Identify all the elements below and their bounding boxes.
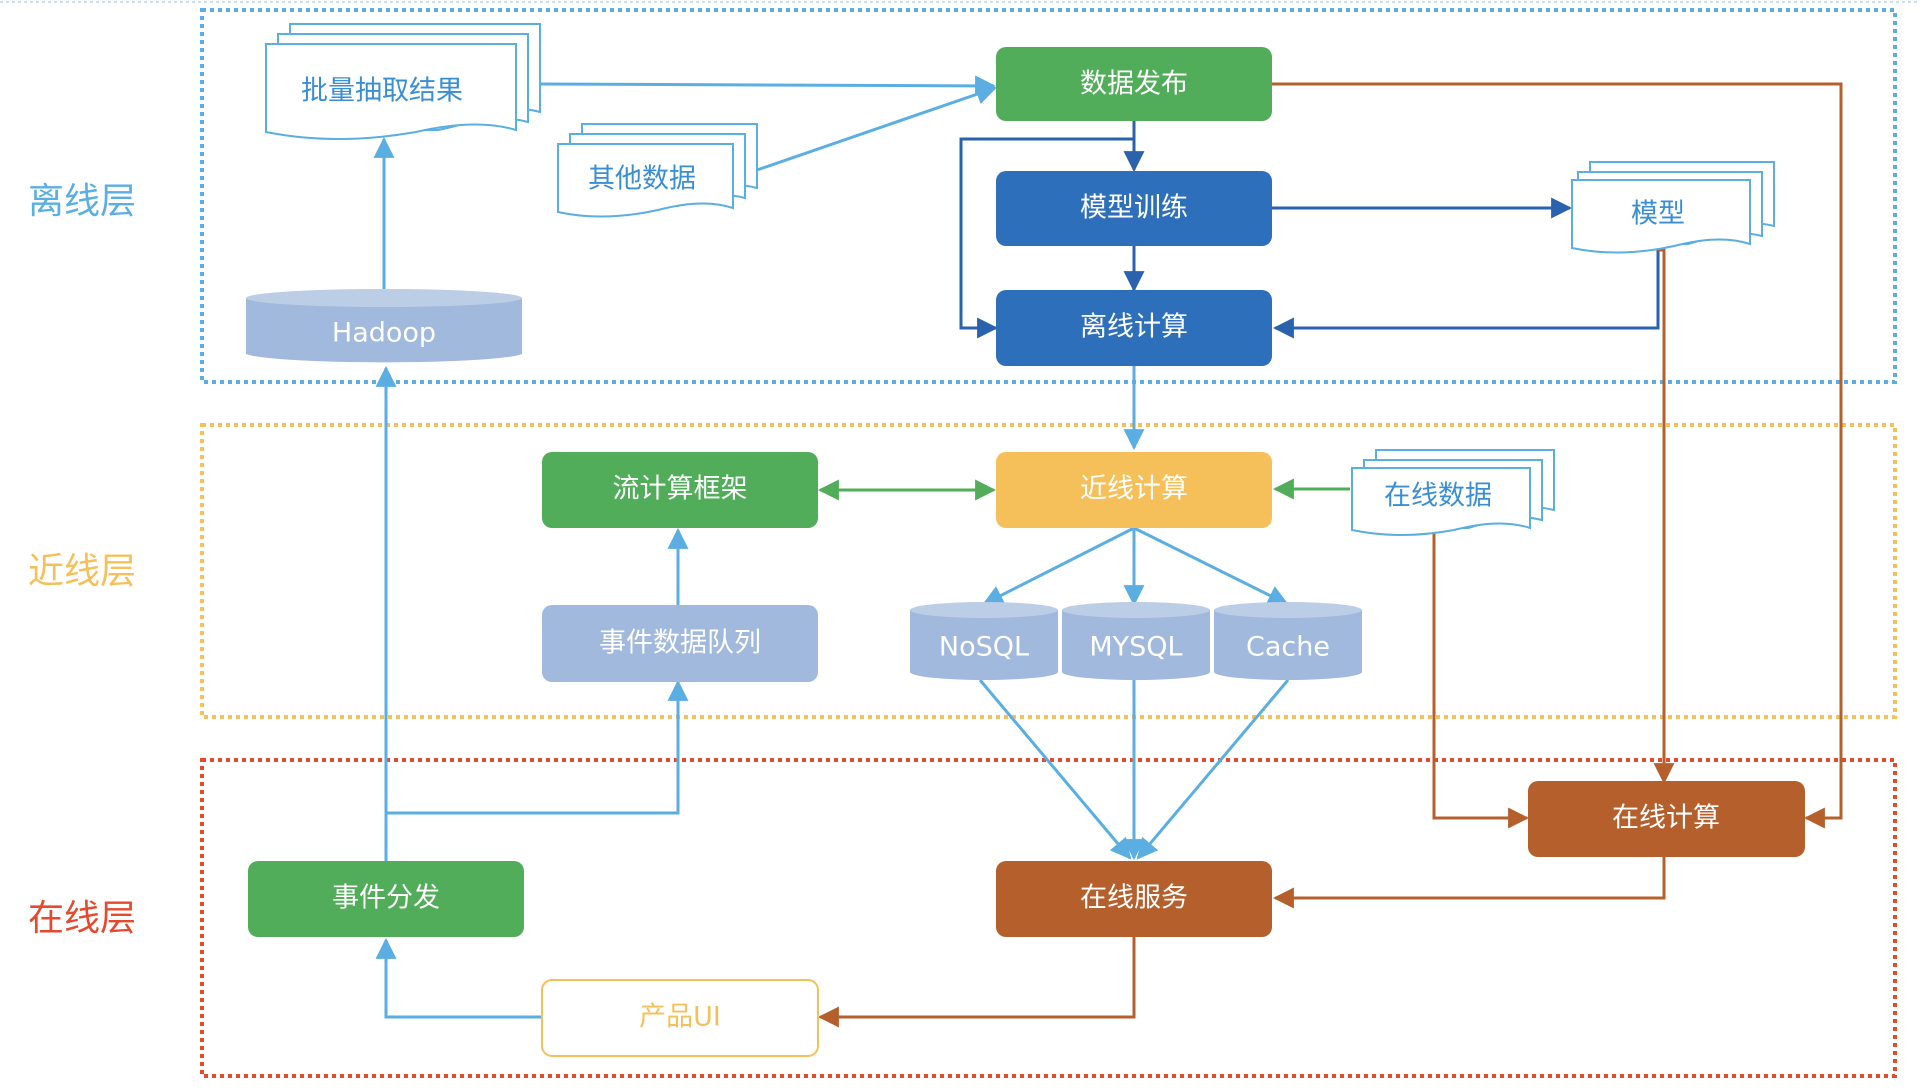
online-service-node: 在线服务 (996, 861, 1272, 937)
edge-onlinecompute-to-service (1272, 856, 1666, 909)
other-data-doc: 其他数据 (557, 123, 758, 218)
stream-framework-label: 流计算框架 (613, 474, 748, 505)
nearline-compute-node: 近线计算 (996, 452, 1272, 528)
edge-publish-loop (959, 137, 1134, 339)
edge-publish-to-onlinecompute (1272, 82, 1843, 829)
nosql-db: NoSQL (910, 602, 1058, 680)
online-layer-label: 在线层 (28, 898, 136, 939)
stream-framework-node: 流计算框架 (542, 452, 818, 528)
nearline-layer-box (200, 423, 1897, 719)
other-data-label: 其他数据 (588, 164, 696, 195)
nearline-compute-label: 近线计算 (1080, 474, 1188, 505)
online-compute-label: 在线计算 (1612, 803, 1720, 834)
cache-db: Cache (1214, 602, 1362, 680)
data-publish-node: 数据发布 (996, 47, 1272, 121)
online-data-doc: 在线数据 (1351, 449, 1555, 536)
hadoop-db: Hadoop (246, 289, 522, 363)
edge-nearline-to-nosql (982, 526, 1135, 606)
edge-ui-to-dispatch (375, 937, 542, 1019)
batch-result-doc: 批量抽取结果 (265, 23, 541, 140)
cache-label: Cache (1246, 632, 1330, 663)
model-label: 模型 (1631, 199, 1685, 230)
event-queue-label: 事件数据队列 (599, 628, 761, 659)
offline-compute-node: 离线计算 (996, 290, 1272, 366)
model-doc: 模型 (1571, 161, 1775, 254)
hadoop-label: Hadoop (332, 318, 436, 349)
batch-result-label: 批量抽取结果 (301, 76, 463, 107)
edge-other-to-publish (756, 84, 997, 172)
edge-batch-to-publish (539, 75, 997, 97)
product-ui-label: 产品UI (639, 1002, 721, 1033)
online-layer-box (200, 758, 1897, 1078)
data-publish-label: 数据发布 (1080, 69, 1188, 100)
offline-compute-label: 离线计算 (1080, 312, 1188, 343)
edge-dispatch-to-queue (386, 679, 689, 815)
online-service-label: 在线服务 (1080, 883, 1188, 914)
edge-onlinedata-to-onlinecompute (1432, 528, 1530, 829)
edge-cache-to-service (1136, 679, 1290, 860)
edge-nosql-to-service (978, 679, 1132, 860)
nearline-layer-label: 近线层 (28, 551, 136, 592)
product-ui-node: 产品UI (541, 979, 819, 1057)
edge-model-to-onlinecompute (1653, 248, 1675, 785)
edge-service-to-ui (817, 936, 1136, 1028)
model-training-node: 模型训练 (996, 171, 1272, 246)
online-compute-node: 在线计算 (1528, 781, 1805, 857)
online-data-label: 在线数据 (1384, 481, 1492, 512)
offline-layer-label: 离线层 (28, 181, 136, 222)
nosql-label: NoSQL (939, 632, 1029, 663)
offline-layer-box (200, 8, 1897, 384)
mysql-db: MYSQL (1062, 602, 1210, 680)
edge-nearline-to-cache (1133, 526, 1289, 606)
edge-model-to-offline (1272, 250, 1660, 339)
event-dispatch-node: 事件分发 (248, 861, 524, 937)
model-training-label: 模型训练 (1080, 193, 1188, 224)
event-queue-node: 事件数据队列 (542, 605, 818, 682)
mysql-label: MYSQL (1089, 632, 1182, 663)
event-dispatch-label: 事件分发 (332, 883, 440, 914)
